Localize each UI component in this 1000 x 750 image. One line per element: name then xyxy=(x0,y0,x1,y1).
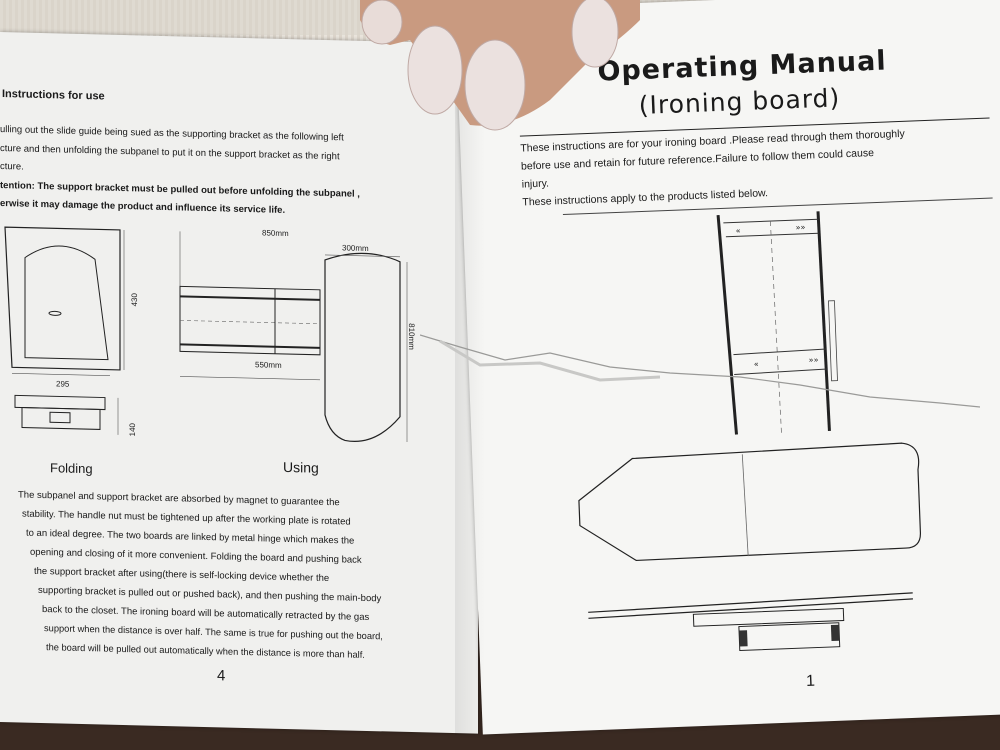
body-line-1: The subpanel and support bracket are abs… xyxy=(18,489,340,509)
using-label: Using xyxy=(283,458,319,476)
dim-140: 140 xyxy=(128,422,138,437)
dim-430: 430 xyxy=(130,293,140,307)
manual-subtitle: (Ironing board) xyxy=(638,83,841,121)
body-line-5: the support bracket after using(there is… xyxy=(34,565,330,585)
body-line-7: back to the closet. The ironing board wi… xyxy=(42,604,370,624)
left-heading: Instructions for use xyxy=(2,88,105,103)
left-line-1: ulling out the slide guide being sued as… xyxy=(0,124,344,144)
paper-tear xyxy=(420,334,980,408)
svg-text:»»: »» xyxy=(795,223,805,232)
body-line-6: supporting bracket is pulled out or push… xyxy=(38,584,382,605)
folding-diagram xyxy=(4,226,125,435)
body-line-9: the board will be pulled out automatical… xyxy=(46,642,365,660)
intro-line-3: injury. xyxy=(521,177,550,191)
right-page: Operating Manual (Ironing board) These i… xyxy=(455,0,1000,735)
dim-850: 850mm xyxy=(262,228,289,239)
dim-300: 300mm xyxy=(342,243,369,254)
svg-text:«: « xyxy=(736,226,741,235)
svg-text:«: « xyxy=(754,360,759,369)
body-line-8: support when the distance is over half. … xyxy=(44,623,383,642)
left-line-3: cture. xyxy=(0,161,24,173)
folding-label: Folding xyxy=(50,460,93,477)
dim-550: 550mm xyxy=(255,360,282,370)
caution-line-2: erwise it may damage the product and inf… xyxy=(0,198,286,216)
left-page-number: 4 xyxy=(217,667,226,685)
dim-810: 810mm xyxy=(406,323,416,351)
body-line-4: opening and closing of it more convenien… xyxy=(30,546,362,566)
ironing-board-diagram: « »» « »» xyxy=(578,211,922,652)
body-line-3: to an ideal degree. The two boards are l… xyxy=(26,527,355,547)
left-page: Instructions for use ulling out the slid… xyxy=(0,32,478,734)
svg-text:»»: »» xyxy=(809,355,819,364)
page-fold-shadow xyxy=(455,30,485,735)
dim-295: 295 xyxy=(56,379,70,389)
using-diagram xyxy=(179,231,408,442)
body-line-2: stability. The handle nut must be tighte… xyxy=(22,508,351,528)
intro-line-4: These instructions apply to the products… xyxy=(522,187,769,209)
caution-line-1: tention: The support bracket must be pul… xyxy=(0,180,360,200)
left-line-2: cture and then unfolding the subpanel to… xyxy=(0,143,340,163)
right-page-number: 1 xyxy=(805,672,816,691)
hand-with-nails xyxy=(360,0,640,131)
